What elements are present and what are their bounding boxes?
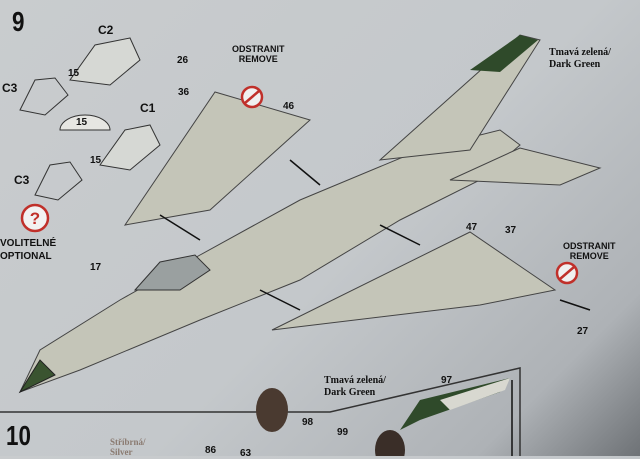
remove-note: ODSTRANIT REMOVE [563,241,616,262]
canopy [133,254,211,291]
part-label-98: 98 [302,417,314,428]
optional-note: VOLITELNÉ OPTIONAL [0,237,56,263]
step-number-9: 9 [12,6,25,37]
part-label-c2: C2 [98,23,114,37]
remove-text-cz: ODSTRANIT [232,44,285,54]
part-label-99: 99 [337,427,349,438]
part-label-97: 97 [441,375,453,386]
optional-text-en: OPTIONAL [0,251,52,262]
wing-right [271,231,557,331]
canopy-part-c1 [99,124,161,171]
part-15-hatch [59,114,111,131]
canopy-part-c3-bottom [34,161,83,201]
wheel [375,430,405,456]
arrow [289,159,321,186]
step-divider [0,367,521,456]
paint-text-en: Silver [110,447,133,458]
paint-note-silver: Stříbrná/ Silver [110,437,146,458]
part-label-46: 46 [283,101,295,112]
paint-text-en: Dark Green [549,58,601,70]
paint-text-cz: Stříbrná/ [110,437,146,447]
remove-text-en: REMOVE [238,54,278,65]
fuselage [19,129,521,393]
paint-text-cz: Tmavá zelená/ [324,375,386,386]
canopy-part-c2 [69,37,141,86]
part-label-15: 15 [68,68,80,79]
part-label-c3: C3 [14,173,30,187]
paint-text-cz: Tmavá zelená/ [549,47,611,58]
paint-text-en: Dark Green [324,386,376,398]
arrow [159,214,201,241]
part-label-86: 86 [205,445,217,456]
part-label-26: 26 [177,55,189,66]
question-circle-icon: ? [20,203,50,233]
arrow [379,224,421,246]
remove-icon [240,85,579,285]
nose-cone [18,359,56,394]
canopy-part-c3-top [19,77,69,116]
paint-note-dark-green: Tmavá zelená/ Dark Green [549,47,611,70]
part-label-37: 37 [505,225,517,236]
step-number-10: 10 [6,420,31,451]
part-label-36: 36 [178,87,190,98]
remove-note: ODSTRANIT REMOVE [232,44,285,65]
svg-text:?: ? [30,209,40,228]
optional-text-cz: VOLITELNÉ [0,238,57,249]
part-label-15: 15 [90,155,102,166]
part-label-c3: C3 [2,81,18,95]
remove-text-en: REMOVE [569,251,609,262]
tail-fin-tip [470,35,538,72]
part-label-17: 17 [90,262,102,273]
arrow [559,299,591,311]
wing-left [123,91,311,226]
part-label-27: 27 [577,326,589,337]
paint-note-dark-green: Tmavá zelená/ Dark Green [324,375,386,398]
part-label-63: 63 [240,448,252,459]
wheel [256,388,288,432]
part-label-47: 47 [466,222,478,233]
part-label-15: 15 [76,117,88,128]
arrow [259,289,301,311]
gear-door-97-light [440,378,510,410]
remove-text-cz: ODSTRANIT [563,241,616,251]
stabilizer [449,147,602,186]
part-label-c1: C1 [140,101,156,115]
